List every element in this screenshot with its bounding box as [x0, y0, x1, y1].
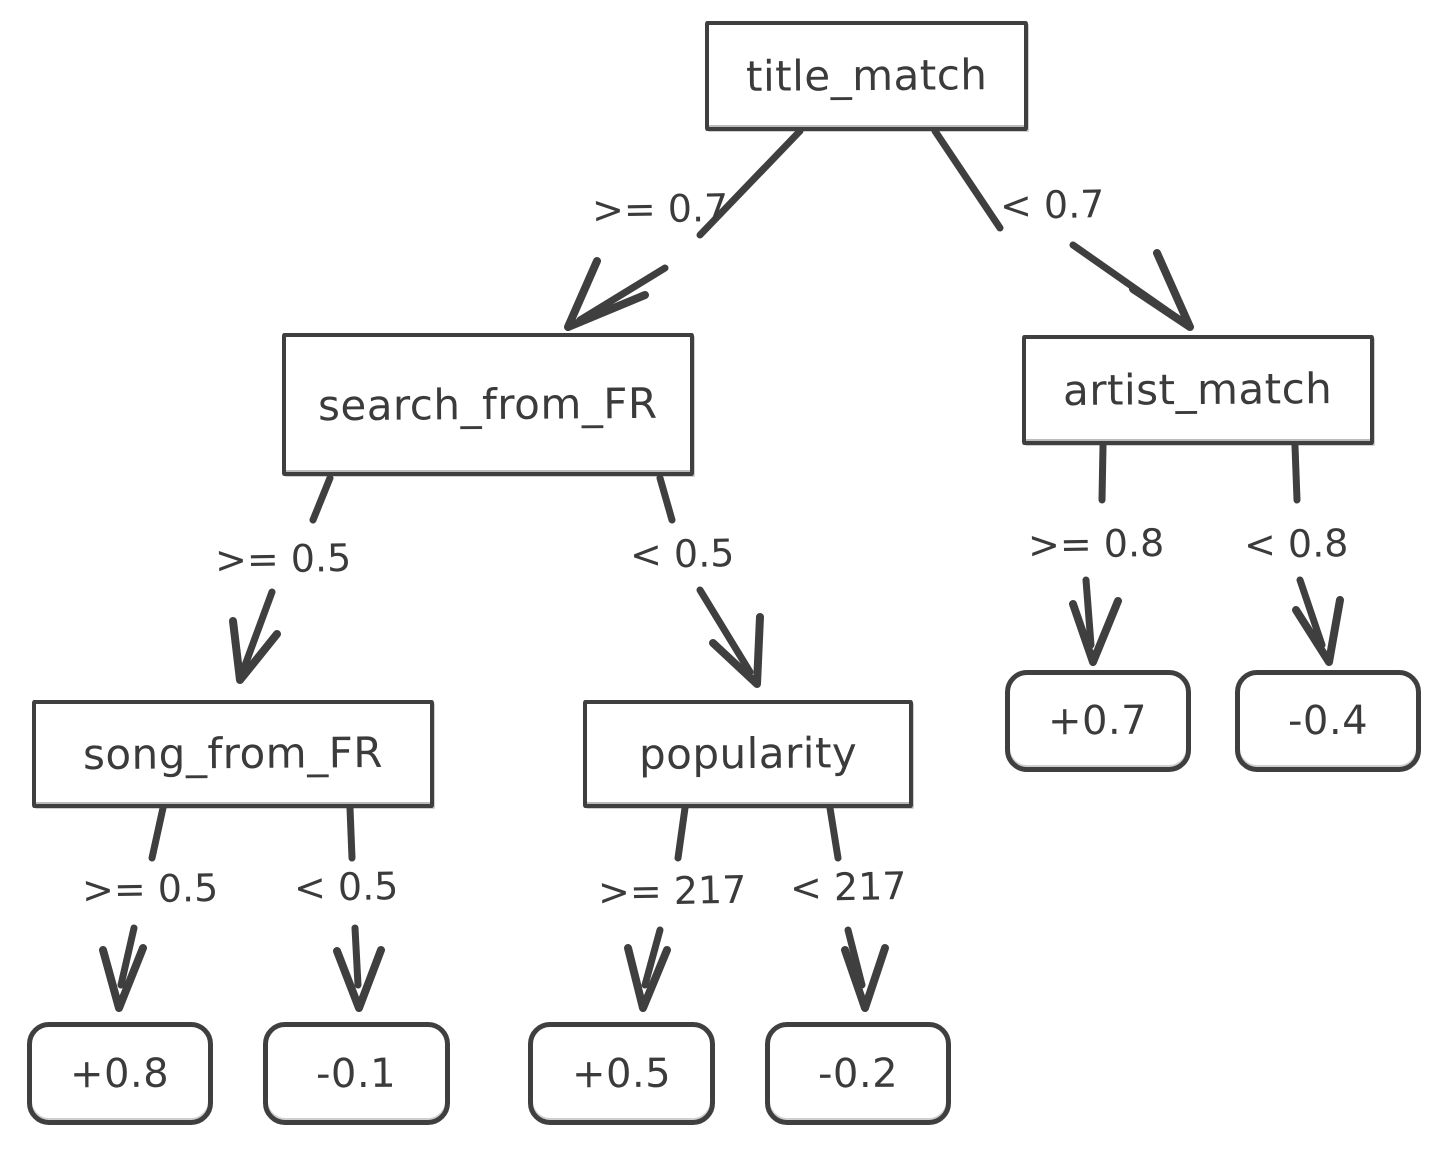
node-popularity[interactable]: popularity: [583, 700, 913, 808]
node-leaf-plus-0-5[interactable]: +0.5: [528, 1022, 715, 1125]
edge-label-artist-right: < 0.8: [1243, 521, 1349, 567]
node-leaf-plus-0-7-label: +0.7: [1048, 697, 1148, 745]
edge-line-pop-left: [674, 804, 689, 862]
edge-label-song-right: < 0.5: [293, 864, 399, 910]
node-leaf-minus-0-2-label: -0.2: [817, 1050, 899, 1097]
edge-label-artist-left: >= 0.8: [1027, 520, 1165, 568]
node-leaf-minus-0-1-label: -0.1: [316, 1050, 397, 1097]
edge-line-search-right-b: [696, 586, 754, 676]
edge-line-artist-right-b: [1296, 576, 1326, 649]
node-leaf-minus-0-1[interactable]: -0.1: [263, 1022, 450, 1125]
node-leaf-plus-0-8[interactable]: +0.8: [27, 1022, 213, 1125]
edge-line-search-right: [656, 474, 676, 524]
edge-line-pop-right-b: [844, 926, 866, 989]
edge-arrow-search-right: [709, 613, 764, 688]
edge-label-search-left: >= 0.5: [214, 535, 352, 583]
edge-line-song-left-b: [117, 924, 138, 989]
node-leaf-minus-0-2[interactable]: -0.2: [765, 1022, 951, 1125]
edge-line-root-left-b: [576, 264, 669, 324]
edge-line-song-right-b: [351, 924, 362, 989]
edge-label-root-left: >= 0.7: [591, 185, 729, 233]
edge-arrow-pop-left: [624, 944, 671, 1012]
node-search-from-fr[interactable]: search_from_FR: [282, 333, 694, 476]
edge-line-pop-right: [826, 804, 842, 862]
edge-label-search-right: < 0.5: [629, 531, 735, 577]
edge-label-song-left: >= 0.5: [81, 865, 219, 913]
edge-label-pop-right: < 217: [789, 863, 907, 911]
node-title-match[interactable]: title_match: [705, 21, 1028, 131]
node-popularity-label: popularity: [638, 728, 858, 779]
edge-line-artist-left-b: [1082, 576, 1095, 649]
node-song-from-fr[interactable]: song_from_FR: [32, 700, 434, 808]
node-leaf-plus-0-8-label: +0.8: [70, 1050, 170, 1097]
edge-line-root-right-b: [1069, 241, 1184, 324]
edge-line-pop-left-b: [641, 926, 664, 989]
node-song-from-fr-label: song_from_FR: [82, 727, 384, 780]
node-artist-match[interactable]: artist_match: [1022, 335, 1374, 445]
node-title-match-label: title_match: [745, 50, 988, 101]
edge-line-search-left: [309, 474, 334, 524]
edge-arrow-song-right: [333, 946, 385, 1012]
node-search-from-fr-label: search_from_FR: [318, 378, 658, 430]
edge-label-root-right: < 0.7: [999, 182, 1105, 228]
edge-arrow-root-left: [564, 257, 649, 331]
edge-line-artist-right: [1291, 442, 1301, 504]
edge-arrow-artist-right: [1292, 596, 1344, 666]
node-leaf-plus-0-5-label: +0.5: [571, 1050, 672, 1097]
edge-arrow-pop-right: [841, 944, 889, 1012]
edge-line-search-left-b: [240, 588, 276, 672]
edge-line-song-left: [148, 804, 167, 862]
edge-line-artist-left: [1098, 442, 1107, 504]
edge-line-song-right: [346, 804, 356, 862]
edge-arrow-search-left: [229, 617, 281, 684]
node-leaf-plus-0-7[interactable]: +0.7: [1005, 670, 1191, 772]
edge-label-pop-left: >= 217: [597, 867, 747, 915]
edge-line-root-right: [931, 127, 1004, 232]
edge-arrow-song-left: [99, 944, 147, 1012]
edge-arrow-root-right: [1129, 249, 1194, 331]
node-leaf-minus-0-4-label: -0.4: [1287, 697, 1369, 745]
node-leaf-minus-0-4[interactable]: -0.4: [1235, 670, 1421, 772]
node-artist-match-label: artist_match: [1063, 364, 1333, 415]
edge-arrow-artist-left: [1069, 597, 1122, 666]
